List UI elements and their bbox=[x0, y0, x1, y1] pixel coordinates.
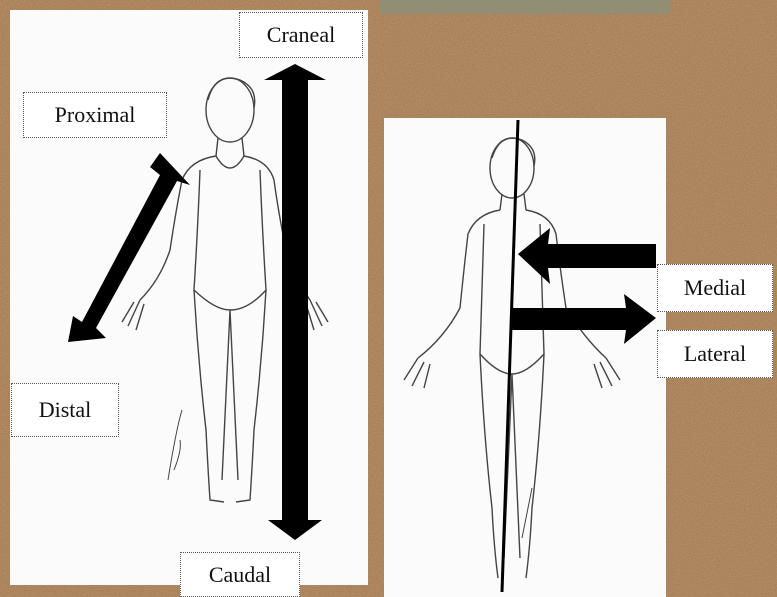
gray-strip bbox=[380, 0, 670, 14]
right-figure-drawing bbox=[384, 118, 666, 597]
label-proximal: Proximal bbox=[23, 92, 167, 138]
proximal-distal-arrow bbox=[68, 153, 190, 342]
label-caudal: Caudal bbox=[180, 552, 300, 597]
label-distal: Distal bbox=[11, 383, 119, 437]
label-craneal: Craneal bbox=[239, 12, 363, 58]
right-panel bbox=[384, 118, 666, 597]
medial-arrow bbox=[518, 228, 656, 284]
label-lateral: Lateral bbox=[657, 330, 773, 378]
midline bbox=[502, 120, 518, 592]
lateral-arrow bbox=[512, 294, 656, 344]
human-figure-front bbox=[404, 138, 620, 578]
label-medial: Medial bbox=[657, 264, 773, 312]
